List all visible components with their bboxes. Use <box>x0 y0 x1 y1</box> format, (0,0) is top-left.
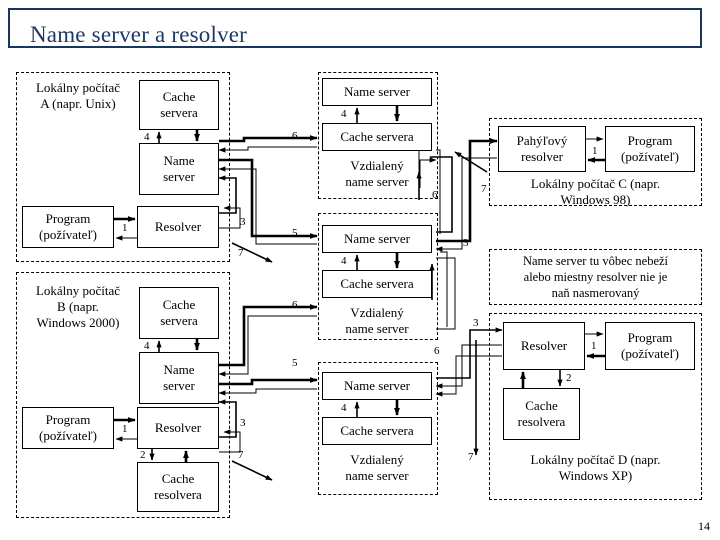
label-r3-4: 4 <box>341 402 347 414</box>
box-d-cache-resolvera[interactable]: Cache resolvera <box>503 388 580 440</box>
label-d-2: 2 <box>566 372 572 384</box>
label-a-3: 3 <box>240 216 246 228</box>
panel-host-a <box>16 72 230 262</box>
label-wire-a-6: 6 <box>292 130 298 142</box>
panel-remote-1 <box>318 72 438 199</box>
panel-remote-3-label: Vzdialený name server <box>345 452 409 483</box>
label-b-4: 4 <box>144 340 150 352</box>
label-wire-mid-7-top: 7 <box>481 183 487 195</box>
box-a-cache-servera[interactable]: Cache servera <box>139 80 219 130</box>
panel-host-b-label: Lokálny počítač B (napr. Windows 2000) <box>35 283 121 330</box>
panel-host-d <box>489 313 702 500</box>
box-c-program[interactable]: Program (požívateľ) <box>605 126 695 172</box>
panel-remote-3 <box>318 362 438 495</box>
box-r3-cache-servera[interactable]: Cache servera <box>322 417 432 445</box>
box-b-resolver[interactable]: Resolver <box>137 407 219 449</box>
label-b-7: 7 <box>238 449 244 461</box>
box-r3-name-server[interactable]: Name server <box>322 372 432 400</box>
label-a-1: 1 <box>122 222 128 234</box>
box-a-resolver[interactable]: Resolver <box>137 206 219 248</box>
note-text: Name server tu vôbec nebeží alebo miestn… <box>522 254 669 300</box>
panel-host-c-label: Lokálny počítač C (napr. Windows 98) <box>530 176 661 207</box>
label-wire-mid-3-top: 3 <box>463 237 469 249</box>
box-d-program[interactable]: Program (požívateľ) <box>605 322 695 370</box>
panel-note <box>489 249 702 305</box>
label-a-7: 7 <box>238 247 244 259</box>
page-title: Name server a resolver <box>30 22 248 47</box>
label-wire-mid-6-top: 6 <box>432 189 438 201</box>
title-bar: Name server a resolver <box>8 8 702 48</box>
box-r1-cache-servera[interactable]: Cache servera <box>322 123 432 151</box>
label-a-4: 4 <box>144 131 150 143</box>
label-r2-4: 4 <box>341 255 347 267</box>
box-a-program[interactable]: Program (požívateľ) <box>22 206 114 248</box>
label-wire-b-6: 6 <box>292 299 298 311</box>
box-r1-name-server[interactable]: Name server <box>322 78 432 106</box>
label-wire-mid-3-bottom: 3 <box>473 317 479 329</box>
panel-remote-2-label: Vzdialený name server <box>345 305 409 336</box>
box-r2-cache-servera[interactable]: Cache servera <box>322 270 432 298</box>
page-number: 14 <box>698 519 710 533</box>
label-b-1: 1 <box>122 423 128 435</box>
panel-remote-1-label: Vzdialený name server <box>345 158 409 189</box>
panel-host-a-label: Lokálny počítač A (napr. Unix) <box>35 80 121 111</box>
panel-host-b <box>16 272 230 518</box>
panel-host-c <box>489 118 702 206</box>
label-wire-a-5: 5 <box>292 227 298 239</box>
panel-host-d-label: Lokálny počítač D (napr. Windows XP) <box>530 452 661 483</box>
box-b-cache-servera[interactable]: Cache servera <box>139 287 219 339</box>
label-r1-4: 4 <box>341 108 347 120</box>
box-r2-name-server[interactable]: Name server <box>322 225 432 253</box>
label-wire-mid-7-bottom: 7 <box>468 451 474 463</box>
box-d-resolver[interactable]: Resolver <box>503 322 585 370</box>
label-wire-mid-6-bottom: 6 <box>434 345 440 357</box>
box-b-cache-resolvera[interactable]: Cache resolvera <box>137 462 219 512</box>
label-wire-b-5: 5 <box>292 357 298 369</box>
label-b-2: 2 <box>140 449 146 461</box>
label-d-1: 1 <box>591 340 597 352</box>
label-c-1: 1 <box>592 145 598 157</box>
box-c-stub-resolver[interactable]: Pahýľový resolver <box>498 126 586 172</box>
label-b-3: 3 <box>240 417 246 429</box>
box-a-name-server[interactable]: Name server <box>139 143 219 195</box>
box-b-program[interactable]: Program (požívateľ) <box>22 407 114 449</box>
panel-remote-2 <box>318 213 438 340</box>
box-b-name-server[interactable]: Name server <box>139 352 219 404</box>
